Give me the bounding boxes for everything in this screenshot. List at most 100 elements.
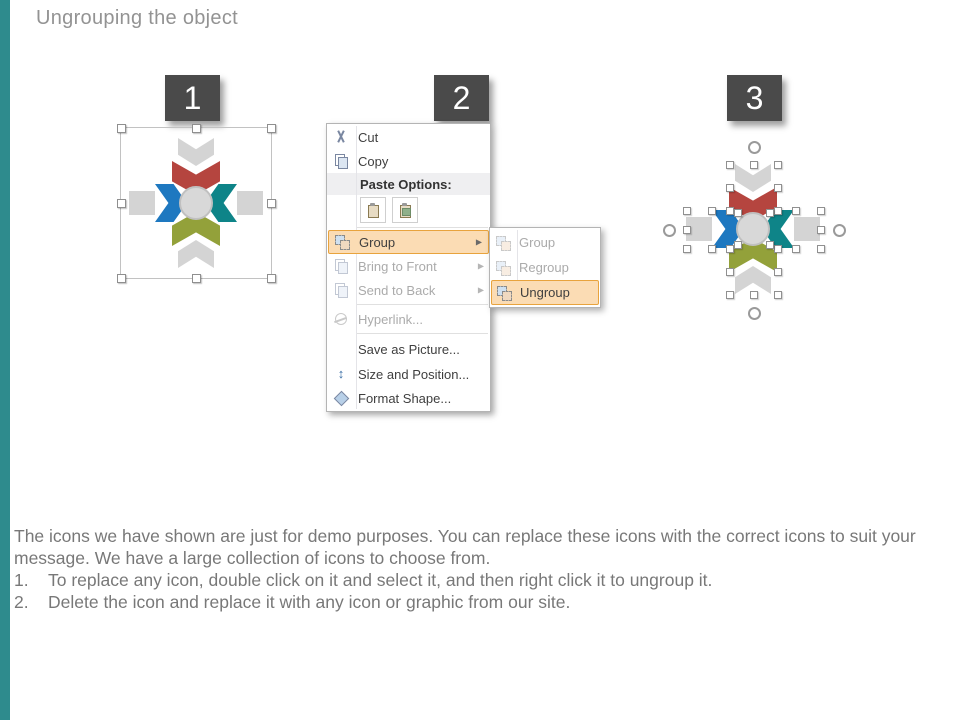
menu-item-save-as-picture[interactable]: Save as Picture... — [327, 336, 490, 362]
selection-handle[interactable] — [683, 245, 691, 253]
selection-handle[interactable] — [750, 161, 758, 169]
selection-handle[interactable] — [774, 268, 782, 276]
selection-handle[interactable] — [766, 241, 774, 249]
selection-handle[interactable] — [774, 184, 782, 192]
selection-handle[interactable] — [792, 207, 800, 215]
menu-item-label: Copy — [358, 153, 389, 169]
group-icon — [334, 234, 350, 250]
selection-handle[interactable] — [726, 291, 734, 299]
selection-handle[interactable] — [774, 207, 782, 215]
menu-item-label: Group — [359, 234, 396, 250]
step-badge-2: 2 — [434, 75, 489, 121]
selection-handle[interactable] — [267, 274, 276, 283]
regroup-icon — [495, 260, 511, 276]
footer-list: 1. To replace any icon, double click on … — [14, 570, 942, 613]
group-submenu: Group Regroup Ungroup — [489, 227, 601, 308]
selection-handle[interactable] — [817, 245, 825, 253]
rotation-handle[interactable] — [748, 141, 761, 154]
paste-options-header: Paste Options: — [327, 173, 490, 195]
selection-handle[interactable] — [683, 207, 691, 215]
menu-separator — [357, 333, 488, 334]
menu-item-send-to-back: Send to Back ▶ — [327, 278, 490, 302]
selection-handle[interactable] — [734, 241, 742, 249]
bottom-gray-chevron — [735, 266, 771, 294]
menu-item-group[interactable]: Group ▶ — [328, 230, 489, 254]
menu-item-label: Regroup — [519, 260, 569, 275]
submenu-item-regroup: Regroup — [490, 255, 600, 280]
selection-handle[interactable] — [766, 209, 774, 217]
submenu-arrow-icon: ▶ — [477, 261, 484, 271]
selection-handle[interactable] — [708, 207, 716, 215]
menu-item-label: Group — [519, 235, 556, 250]
menu-item-label: Bring to Front — [358, 258, 437, 274]
selection-handle[interactable] — [267, 124, 276, 133]
center-circle — [736, 212, 770, 246]
menu-item-copy[interactable]: Copy — [327, 149, 490, 173]
list-item-text: To replace any icon, double click on it … — [48, 570, 713, 590]
size-position-icon: ↕ — [337, 366, 345, 381]
menu-item-bring-to-front: Bring to Front ▶ — [327, 254, 490, 278]
paste-as-picture-button[interactable] — [392, 197, 418, 223]
grouped-object[interactable] — [121, 128, 271, 278]
selection-handle[interactable] — [117, 274, 126, 283]
selection-handle[interactable] — [726, 245, 734, 253]
menu-item-label: Size and Position... — [358, 366, 470, 382]
selection-handle[interactable] — [267, 199, 276, 208]
clipboard-icon — [365, 202, 381, 218]
step-badge-1: 1 — [165, 75, 220, 121]
left-accent-bar — [0, 0, 10, 720]
rotation-handle[interactable] — [663, 224, 676, 237]
rotation-handle[interactable] — [748, 307, 761, 320]
selection-handle[interactable] — [774, 291, 782, 299]
selection-handle[interactable] — [734, 209, 742, 217]
list-item-number: 1. — [14, 570, 29, 590]
right-gray-block — [794, 217, 820, 241]
submenu-arrow-icon: ▶ — [475, 237, 482, 247]
scissors-icon — [333, 129, 349, 145]
submenu-item-ungroup[interactable]: Ungroup — [491, 280, 599, 305]
selection-handle[interactable] — [817, 207, 825, 215]
footer-paragraph: The icons we have shown are just for dem… — [14, 526, 916, 568]
send-to-back-icon — [333, 282, 349, 298]
menu-separator — [357, 304, 488, 305]
submenu-item-group: Group — [490, 230, 600, 255]
ungroup-icon — [496, 285, 512, 301]
step-badge-3: 3 — [727, 75, 782, 121]
selection-handle[interactable] — [117, 199, 126, 208]
selection-handle[interactable] — [774, 245, 782, 253]
step-number: 2 — [452, 79, 471, 116]
list-item-text: Delete the icon and replace it with any … — [48, 591, 571, 612]
selection-handle[interactable] — [726, 268, 734, 276]
selection-handle[interactable] — [192, 124, 201, 133]
paste-keep-formatting-button[interactable] — [360, 197, 386, 223]
bring-to-front-icon — [333, 258, 349, 274]
picture-glyph — [402, 208, 411, 216]
paste-options-row — [327, 195, 490, 225]
ungrouped-object[interactable] — [663, 141, 846, 320]
selection-handle[interactable] — [817, 226, 825, 234]
footer-text: The icons we have shown are just for dem… — [14, 526, 942, 613]
selection-handle[interactable] — [192, 274, 201, 283]
selection-handle[interactable] — [774, 161, 782, 169]
selection-frame[interactable] — [117, 124, 276, 283]
bottom-gray-chevron — [178, 240, 214, 268]
selection-handle[interactable] — [792, 245, 800, 253]
selection-handle[interactable] — [683, 226, 691, 234]
menu-item-label: Save as Picture... — [358, 341, 460, 357]
selection-handle[interactable] — [750, 291, 758, 299]
menu-item-label: Ungroup — [520, 285, 570, 300]
selection-handle[interactable] — [726, 207, 734, 215]
selection-handle[interactable] — [117, 124, 126, 133]
selection-handle[interactable] — [726, 161, 734, 169]
menu-item-size-and-position[interactable]: ↕ Size and Position... — [327, 362, 490, 386]
left-gray-block — [129, 191, 155, 215]
menu-item-label: Hyperlink... — [358, 311, 424, 327]
selection-handle[interactable] — [726, 184, 734, 192]
selection-handle[interactable] — [708, 245, 716, 253]
rotation-handle[interactable] — [833, 224, 846, 237]
list-item: 1. To replace any icon, double click on … — [14, 570, 942, 592]
menu-separator — [357, 227, 488, 228]
menu-item-format-shape[interactable]: Format Shape... — [327, 386, 490, 410]
menu-item-cut[interactable]: Cut — [327, 125, 490, 149]
